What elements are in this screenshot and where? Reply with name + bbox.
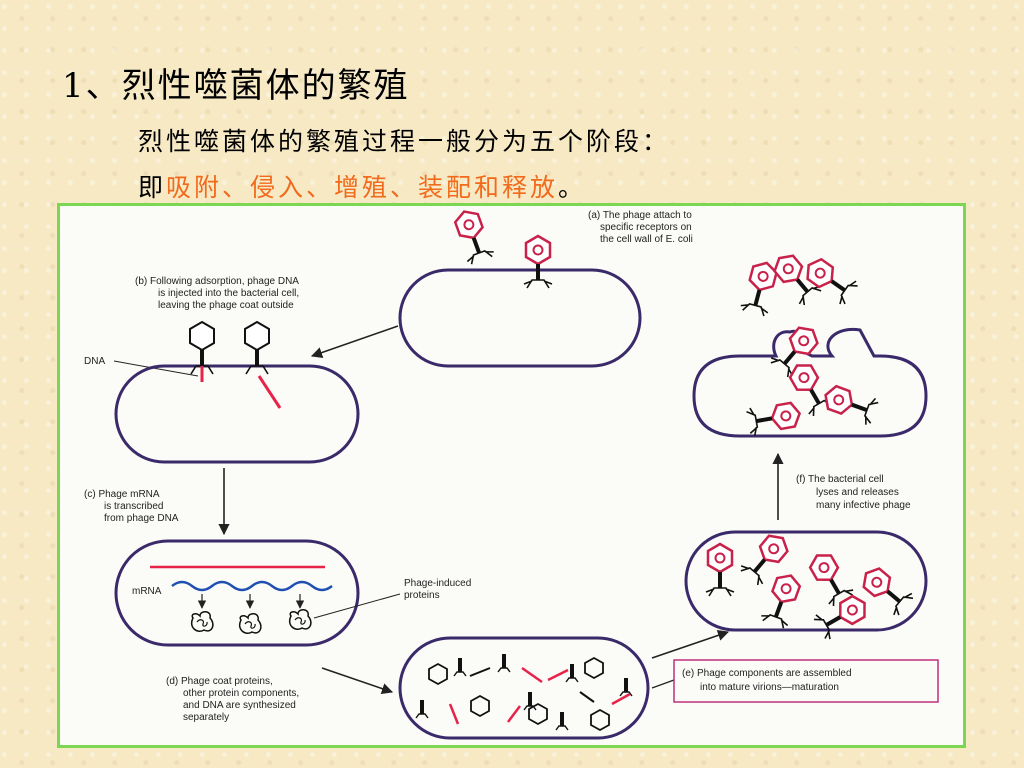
step-a-line2: specific receptors on [600, 222, 692, 233]
cell-f-lysed [692, 327, 928, 438]
intro-suffix: 。 [558, 173, 587, 202]
step-f-line2: lyses and releases [816, 487, 899, 498]
mrna-label: mRNA [132, 586, 162, 597]
protein-2 [238, 612, 262, 635]
cell-d [398, 636, 650, 740]
step-c-line2: is transcribed [104, 501, 163, 512]
stages-highlight: 吸附、侵入、增殖、装配和释放 [166, 173, 559, 202]
protein-1 [190, 610, 214, 633]
slide-title: 1、烈性噬菌体的繁殖 [62, 66, 410, 106]
step-b-line2: is injected into the bacterial cell, [158, 288, 299, 299]
dna-injected-2 [257, 375, 282, 409]
virion-e1 [704, 542, 736, 598]
step-b-line3: leaving the phage coat outside [158, 300, 294, 311]
dna-label: DNA [84, 356, 105, 367]
intro-prefix: 即 [138, 173, 167, 202]
virion-e5 [810, 588, 874, 644]
released-phage-3 [798, 251, 862, 309]
step-a-line3: the cell wall of E. coli [600, 234, 693, 245]
phage-a2 [522, 234, 554, 290]
proteins-label-1: Phage-induced [404, 578, 471, 589]
step-b-line1: (b) Following adsorption, phage DNA [135, 276, 299, 287]
step-f-line3: many infective phage [816, 500, 911, 511]
cell-b [114, 364, 360, 464]
step-d-line1: (d) Phage coat proteins, [166, 676, 273, 687]
components-pool [414, 652, 634, 732]
virion-e6 [855, 560, 917, 620]
step-a-line1: (a) The phage attach to [588, 210, 692, 221]
step-e-box [673, 659, 939, 703]
step-d-line3: and DNA are synthesized [183, 700, 296, 711]
step-d-line4: separately [183, 712, 229, 723]
proteins-label-2: proteins [404, 590, 440, 601]
step-e-connector [651, 679, 675, 689]
released-phage-7 [743, 397, 805, 439]
cell-e [684, 530, 928, 632]
arrow-c-to-d [321, 667, 394, 695]
cell-c [114, 539, 360, 647]
protein-3 [288, 608, 312, 631]
arrow-a-to-b [310, 325, 399, 358]
virion-e4 [757, 568, 807, 632]
step-c-line1: (c) Phage mRNA [84, 489, 160, 500]
step-e-line2: into mature virions—maturation [700, 682, 839, 693]
released-phage-6 [818, 379, 882, 429]
step-c-line3: from phage DNA [104, 513, 179, 524]
diagram-canvas: (a) The phage attach to specific recepto… [84, 204, 939, 740]
intro-line-2: 即吸附、侵入、增殖、装配和释放。 [138, 168, 586, 204]
step-d-line2: other protein components, [183, 688, 299, 699]
dna-pointer [113, 360, 199, 377]
released-phage-1 [737, 257, 783, 319]
proteins-pointer [313, 593, 401, 619]
step-f-line1: (f) The bacterial cell [796, 474, 884, 485]
cell-a [398, 268, 642, 368]
phage-a1 [448, 204, 498, 268]
intro-line-1: 烈性噬菌体的繁殖过程一般分为五个阶段： [138, 127, 671, 156]
arrow-d-to-e [651, 629, 730, 659]
lytic-cycle-diagram: (a) The phage attach to specific recepto… [57, 203, 966, 748]
mrna-strand [171, 580, 333, 592]
step-e-line1: (e) Phage components are assembled [682, 668, 852, 679]
